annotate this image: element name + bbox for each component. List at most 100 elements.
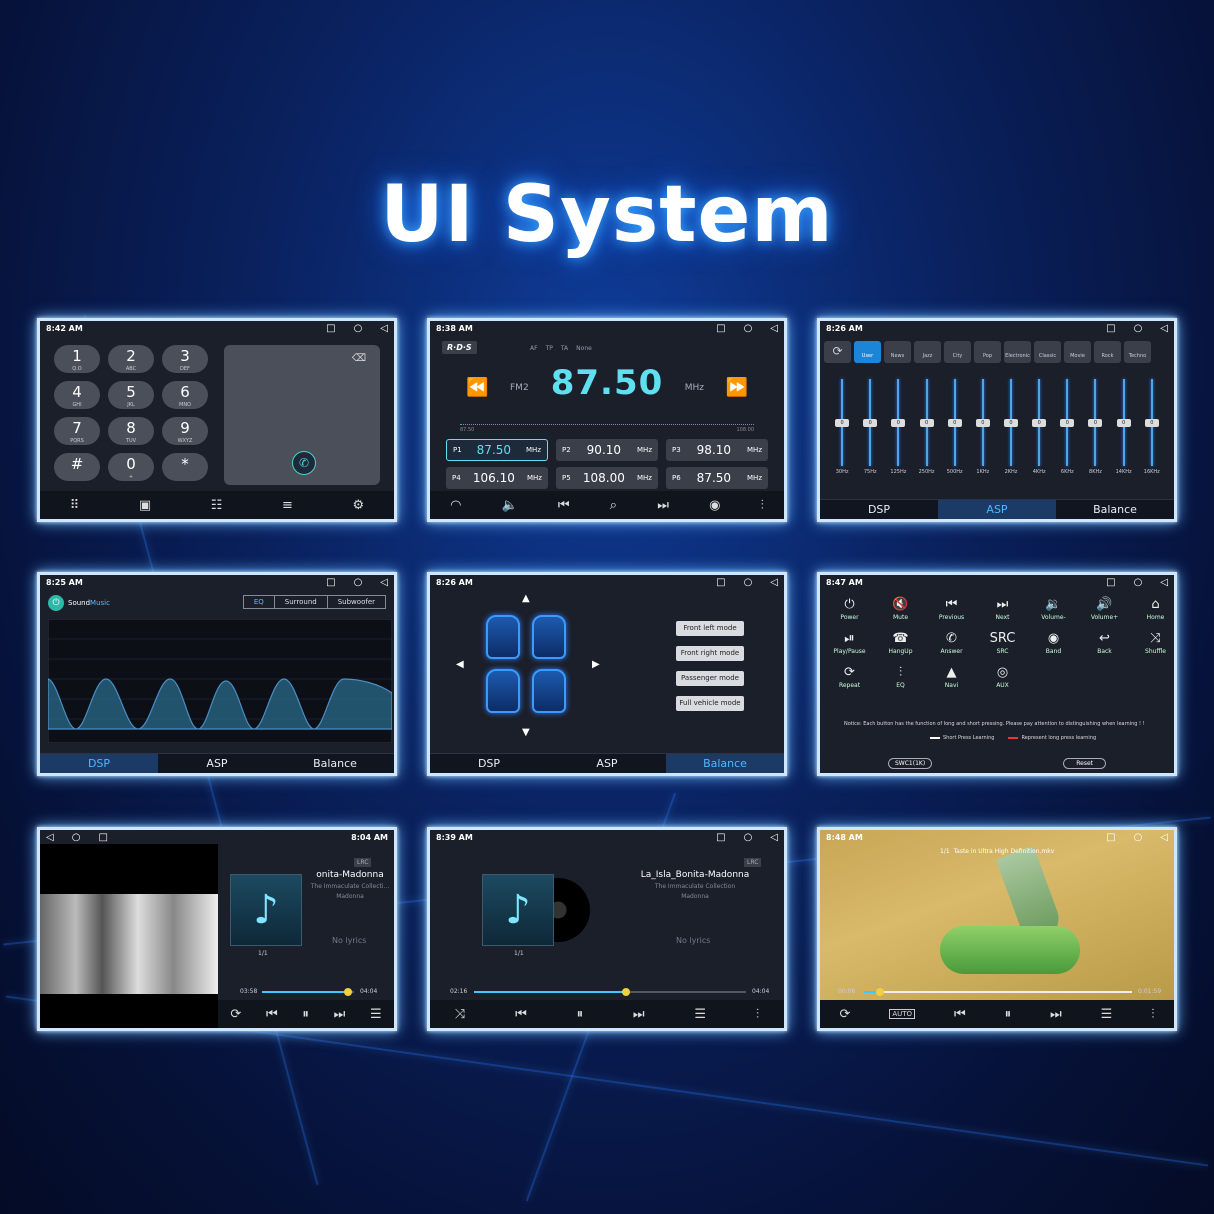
home-icon[interactable]: ○ bbox=[1133, 576, 1143, 588]
progress-bar[interactable] bbox=[262, 988, 354, 996]
eq-preset-techno[interactable]: Techno bbox=[1124, 341, 1151, 363]
playlist-icon[interactable]: ☰ bbox=[1100, 1006, 1113, 1022]
back-icon[interactable]: ◁ bbox=[1160, 322, 1168, 334]
arrow-up-icon[interactable]: ▲ bbox=[522, 593, 530, 604]
arrow-down-icon[interactable]: ▼ bbox=[522, 727, 530, 738]
sound-tab-surround[interactable]: Surround bbox=[275, 596, 328, 608]
home-icon[interactable]: ○ bbox=[743, 576, 753, 588]
sound-tab-subwoofer[interactable]: Subwoofer bbox=[337, 598, 375, 606]
tab-asp[interactable]: ASP bbox=[548, 753, 666, 773]
swc-key[interactable]: ◉Band bbox=[1028, 631, 1079, 655]
pause-icon[interactable]: ⏸ bbox=[1004, 1006, 1012, 1022]
eq-slider-knob[interactable]: 0 bbox=[835, 419, 850, 427]
repeat-icon[interactable]: ⟳ bbox=[839, 1006, 851, 1022]
swc-key[interactable]: ✆Answer bbox=[926, 631, 977, 655]
signal-icon[interactable]: ◉ bbox=[709, 497, 721, 513]
eq-curve[interactable] bbox=[48, 619, 392, 743]
volume-icon[interactable]: 🔈 bbox=[501, 497, 518, 513]
swc-key[interactable]: ⟳Repeat bbox=[824, 665, 875, 689]
tab-asp[interactable]: ASP bbox=[158, 753, 276, 773]
eq-slider-knob[interactable]: 0 bbox=[863, 419, 878, 427]
back-icon[interactable]: ◁ bbox=[770, 831, 778, 843]
progress-bar[interactable] bbox=[864, 988, 1132, 996]
eq-icon[interactable]: ⫶ bbox=[760, 497, 764, 513]
recents-icon[interactable]: □ bbox=[1106, 322, 1116, 334]
balance-mode-button[interactable]: Passenger mode bbox=[676, 671, 744, 686]
pause-icon[interactable]: ⏸ bbox=[576, 1006, 584, 1022]
home-icon[interactable]: ○ bbox=[743, 831, 753, 843]
eq-slider-knob[interactable]: 0 bbox=[947, 419, 962, 427]
eq-preset-jazz[interactable]: Jazz bbox=[914, 341, 941, 363]
swc-key[interactable]: 🔊Volume+ bbox=[1079, 597, 1130, 621]
recents-icon[interactable]: □ bbox=[716, 322, 726, 334]
rds-badge[interactable]: R·D·S bbox=[442, 341, 477, 354]
recents-icon[interactable]: □ bbox=[1106, 831, 1116, 843]
rds-flag[interactable]: TA bbox=[560, 345, 569, 352]
seek-back-icon[interactable]: ⏪ bbox=[466, 377, 489, 398]
previous-icon[interactable]: ⏮ bbox=[557, 497, 570, 513]
arrow-left-icon[interactable]: ◀ bbox=[456, 659, 464, 670]
recents-icon[interactable]: □ bbox=[98, 831, 108, 843]
balance-mode-button[interactable]: Front right mode bbox=[676, 646, 744, 661]
next-icon[interactable]: ⏭ bbox=[333, 1006, 346, 1022]
progress-thumb[interactable] bbox=[343, 988, 352, 996]
lrc-badge[interactable]: LRC bbox=[744, 858, 762, 867]
previous-icon[interactable]: ⏮ bbox=[953, 1006, 966, 1022]
home-icon[interactable]: ○ bbox=[353, 576, 363, 588]
eq-slider-knob[interactable]: 0 bbox=[919, 419, 934, 427]
video-frame[interactable] bbox=[820, 830, 1174, 1000]
sound-tab-eq[interactable]: EQ bbox=[244, 596, 275, 608]
power-icon[interactable]: ⏻ bbox=[48, 595, 64, 611]
rds-flag[interactable]: TP bbox=[545, 345, 553, 352]
rss-icon[interactable]: ◠ bbox=[450, 497, 462, 513]
recents-icon[interactable]: □ bbox=[1106, 576, 1116, 588]
back-icon[interactable]: ◁ bbox=[380, 576, 388, 588]
eq-preset-city[interactable]: City bbox=[944, 341, 971, 363]
eq-preset-movie[interactable]: Movie bbox=[1064, 341, 1091, 363]
eq-slider-knob[interactable]: 0 bbox=[1032, 419, 1047, 427]
dial-key[interactable]: 0+ bbox=[108, 453, 154, 481]
tuning-dial[interactable] bbox=[460, 413, 754, 425]
progress-thumb[interactable] bbox=[876, 988, 885, 996]
repeat-icon[interactable]: ⟳ bbox=[230, 1006, 242, 1022]
tab-dsp[interactable]: DSP bbox=[820, 499, 938, 519]
pause-icon[interactable]: ⏸ bbox=[302, 1006, 309, 1022]
next-icon[interactable]: ⏭ bbox=[632, 1006, 645, 1022]
eq-slider-knob[interactable]: 0 bbox=[1060, 419, 1075, 427]
photo-viewer[interactable] bbox=[40, 844, 218, 1028]
eq-preset-news[interactable]: News bbox=[884, 341, 911, 363]
home-icon[interactable]: ○ bbox=[353, 322, 363, 334]
playlist-icon[interactable]: ☰ bbox=[369, 1006, 382, 1022]
eq-slider-knob[interactable]: 0 bbox=[1116, 419, 1131, 427]
swc-select-button[interactable]: SWC1(1K) bbox=[888, 758, 933, 769]
reset-icon[interactable]: ⟳ bbox=[824, 341, 851, 363]
progress-thumb[interactable] bbox=[622, 988, 631, 996]
swc-key[interactable]: ▲Navi bbox=[926, 665, 977, 689]
gear-icon[interactable]: ⚙ bbox=[352, 497, 365, 513]
tab-dsp[interactable]: DSP bbox=[40, 753, 158, 773]
home-icon[interactable]: ○ bbox=[1133, 831, 1143, 843]
next-icon[interactable]: ⏭ bbox=[657, 497, 669, 513]
auto-button[interactable]: AUTO bbox=[889, 1009, 916, 1019]
swc-key[interactable]: ⏯Play/Pause bbox=[824, 631, 875, 655]
tab-dsp[interactable]: DSP bbox=[430, 753, 548, 773]
recents-icon[interactable]: □ bbox=[716, 831, 726, 843]
sound-mode[interactable]: Music bbox=[90, 599, 110, 607]
dial-key[interactable]: * bbox=[162, 453, 208, 481]
swc-key[interactable]: ⏮Previous bbox=[926, 597, 977, 621]
swc-key[interactable]: ↩Back bbox=[1079, 631, 1130, 655]
